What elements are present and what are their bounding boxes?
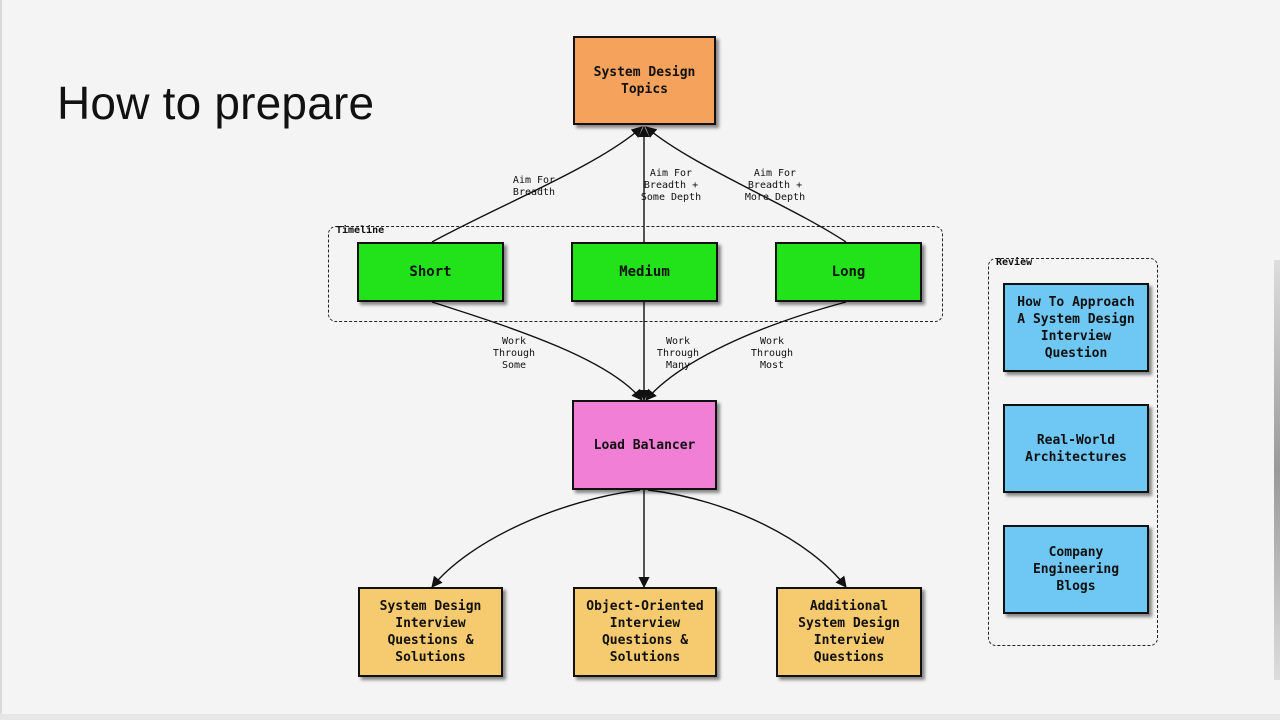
node-long: Long: [775, 242, 922, 302]
edge-label-long-down: Work Through Most: [750, 336, 794, 371]
edge-label-short-down: Work Through Some: [492, 336, 536, 371]
bottom-bar: [0, 714, 1280, 720]
node-company-engineering-blogs: Company Engineering Blogs: [1003, 525, 1149, 614]
edge-label-short-up: Aim For Breadth: [512, 175, 556, 198]
edge-lb-to-additional: [647, 489, 847, 588]
node-oo-interview-questions: Object-Oriented Interview Questions & So…: [573, 587, 717, 677]
slide-title: How to prepare: [57, 77, 375, 129]
node-medium: Medium: [571, 242, 718, 302]
timeline-group: [328, 226, 943, 322]
node-additional-sd-questions: Additional System Design Interview Quest…: [776, 587, 922, 677]
edge-label-medium-down: Work Through Many: [656, 336, 700, 371]
edge-label-long-up: Aim For Breadth + More Depth: [744, 168, 806, 203]
edge-long-to-topics: [645, 126, 847, 243]
node-short: Short: [357, 242, 504, 302]
node-sd-interview-questions: System Design Interview Questions & Solu…: [358, 587, 503, 677]
edge-lb-to-sd-questions: [431, 489, 641, 588]
slide-left-edge: [0, 0, 2, 720]
edge-short-to-lb: [431, 301, 643, 401]
node-real-world-architectures: Real-World Architectures: [1003, 404, 1149, 493]
edge-short-to-topics: [431, 126, 643, 243]
edge-label-medium-up: Aim For Breadth + Some Depth: [640, 168, 702, 203]
node-system-design-topics: System Design Topics: [573, 36, 716, 125]
timeline-group-label: Timeline: [336, 225, 385, 236]
node-how-to-approach: How To Approach A System Design Intervie…: [1003, 283, 1149, 372]
review-group: [988, 258, 1158, 646]
review-group-label: Review: [996, 257, 1033, 268]
adjacent-slide-edge: [1274, 260, 1280, 680]
edge-long-to-lb: [645, 301, 847, 401]
node-load-balancer: Load Balancer: [572, 400, 717, 490]
